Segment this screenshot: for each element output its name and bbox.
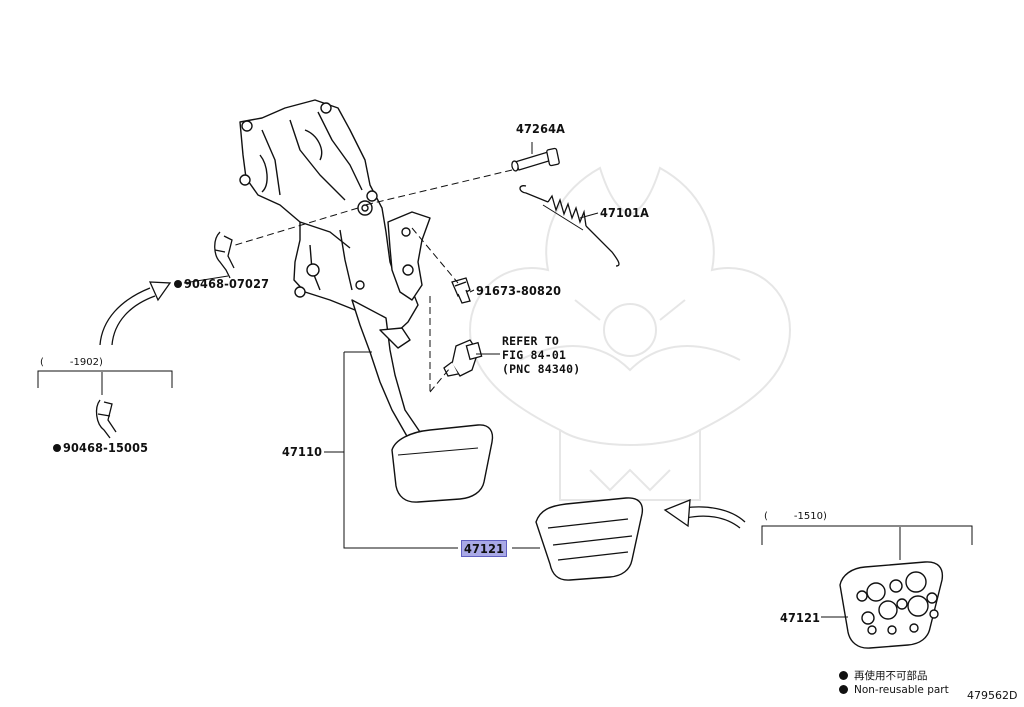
part-label-clip-upper[interactable]: 90468-07027 bbox=[174, 276, 269, 291]
part-label-bolt-pin[interactable]: 47264A bbox=[516, 121, 566, 136]
refer-line-2: FIG 84-01 bbox=[502, 348, 567, 362]
leader-lines bbox=[37, 142, 973, 618]
part-label-bolt[interactable]: 91673-80820 bbox=[476, 283, 562, 298]
clip-lower-number: 90468-15005 bbox=[63, 440, 149, 455]
part-label-spring[interactable]: 47101A bbox=[600, 205, 650, 220]
switch-drawing bbox=[443, 339, 483, 377]
refer-line-3: (PNC 84340) bbox=[502, 362, 581, 376]
legend-en-text: Non-reusable part bbox=[854, 684, 949, 696]
refer-line-1: REFER TO bbox=[502, 334, 559, 348]
legend-en: Non-reusable part bbox=[839, 684, 949, 696]
range-left-end: -1902) bbox=[69, 357, 103, 368]
part-label-pedal-assy[interactable]: 47110 bbox=[282, 444, 323, 459]
part-label-pedal-pad-highlighted[interactable]: 47121 bbox=[461, 540, 508, 557]
refer-note[interactable]: REFER TO FIG 84-01 (PNC 84340) bbox=[502, 334, 580, 376]
non-reusable-dot-icon bbox=[174, 280, 182, 288]
clip-lower-drawing bbox=[95, 399, 117, 439]
clip-upper-drawing bbox=[214, 231, 235, 279]
range-right-end: -1510) bbox=[793, 511, 827, 522]
pedal-pad-drawing bbox=[535, 497, 644, 581]
range-left: ( -1902) bbox=[40, 357, 103, 368]
guide-lines bbox=[231, 169, 513, 393]
bolt-drawing bbox=[451, 277, 471, 304]
clip-upper-number: 90468-07027 bbox=[184, 276, 270, 291]
spring-drawing bbox=[519, 185, 620, 267]
range-right-open: ( bbox=[764, 511, 768, 522]
legend-jp: 再使用不可部品 bbox=[839, 668, 928, 683]
pedal-assembly-drawing bbox=[239, 99, 494, 503]
arrows bbox=[99, 281, 746, 529]
legend-jp-text: 再使用不可部品 bbox=[854, 670, 928, 682]
pedal-pad-alt-drawing bbox=[839, 561, 944, 649]
range-left-open: ( bbox=[40, 357, 44, 368]
range-right: ( -1510) bbox=[764, 511, 827, 522]
diagram-id: 479562D bbox=[967, 689, 1018, 702]
part-label-clip-lower[interactable]: 90468-15005 bbox=[53, 440, 148, 455]
part-label-pedal-pad-alt[interactable]: 47121 bbox=[780, 610, 821, 625]
watermark-logo bbox=[468, 166, 792, 501]
non-reusable-dot-icon bbox=[53, 444, 61, 452]
legend-dot-icon bbox=[839, 671, 848, 680]
legend-dot-icon bbox=[839, 685, 848, 694]
pin-drawing bbox=[511, 147, 560, 172]
